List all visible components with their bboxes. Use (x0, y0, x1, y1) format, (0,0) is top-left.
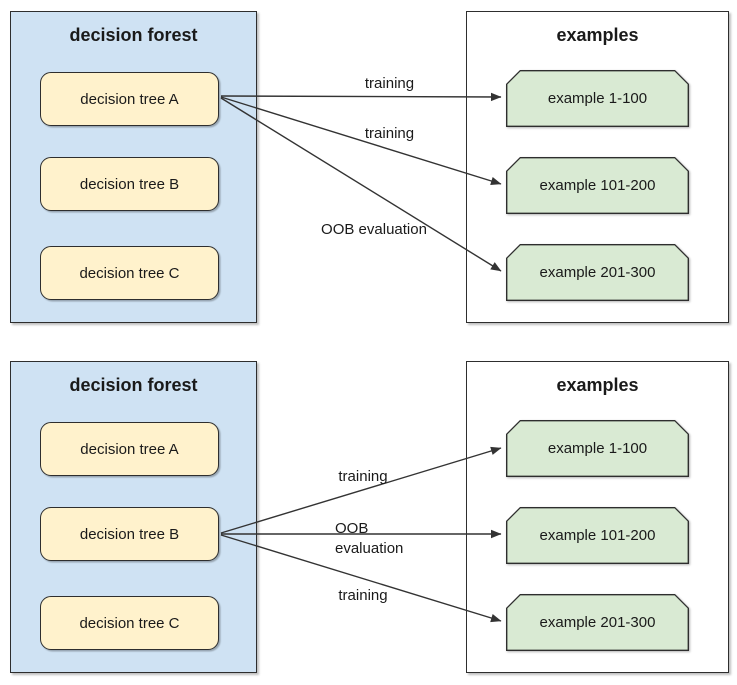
node-decision-tree-a: decision tree A (40, 72, 219, 126)
node-label: example 1-100 (547, 90, 648, 107)
arrow-label-training: training (364, 75, 415, 92)
node-decision-tree-b: decision tree B (40, 157, 219, 211)
node-example-201-300: example 201-300 (506, 594, 689, 651)
arrow-training-to-example-1-100 (220, 92, 502, 102)
plaque-shape (506, 594, 689, 651)
examples-title: examples (556, 25, 639, 45)
decision-forest-box: decision forest decision tree A decision… (10, 361, 257, 673)
node-label: decision tree B (79, 525, 180, 543)
node-example-101-200: example 101-200 (506, 157, 689, 214)
plaque-shape (506, 420, 689, 477)
node-label: decision tree C (79, 614, 180, 632)
node-decision-tree-b: decision tree B (40, 507, 219, 561)
plaque-shape (506, 157, 689, 214)
plaque-shape (506, 70, 689, 127)
arrow-label-oob-evaluation: OOB evaluation (335, 520, 404, 557)
node-decision-tree-c: decision tree C (40, 596, 219, 650)
node-example-1-100: example 1-100 (506, 70, 689, 127)
arrow-label-training: training (364, 125, 415, 142)
node-label: decision tree A (80, 440, 179, 458)
arrow-label-training: training (338, 587, 388, 604)
panel-tree-b-sampling: decision forest decision tree A decision… (0, 350, 737, 685)
plaque-shape (506, 507, 689, 564)
node-label: decision tree B (79, 175, 180, 193)
node-label: example 201-300 (539, 614, 656, 631)
arrow-label-oob-evaluation: OOB evaluation (321, 221, 427, 238)
node-label: example 101-200 (539, 527, 656, 544)
node-label: decision tree A (80, 90, 179, 108)
examples-box: examples example 1-100 example 101-200 e… (466, 361, 729, 673)
node-label: example 101-200 (539, 177, 656, 194)
node-decision-tree-c: decision tree C (40, 246, 219, 300)
node-label: example 1-100 (547, 440, 648, 457)
panel-tree-a-sampling: decision forest decision tree A decision… (10, 11, 729, 323)
examples-box: examples example 1-100 example 101-200 e… (466, 11, 729, 323)
examples-title: examples (556, 375, 639, 395)
node-example-201-300: example 201-300 (506, 244, 689, 301)
node-example-101-200: example 101-200 (506, 507, 689, 564)
decision-forest-box: decision forest decision tree A decision… (10, 11, 257, 323)
node-label: example 201-300 (539, 264, 656, 281)
decision-forest-title: decision forest (69, 25, 198, 45)
node-label: decision tree C (79, 264, 180, 282)
node-decision-tree-a: decision tree A (40, 422, 219, 476)
arrow-label-training: training (338, 468, 388, 485)
decision-forest-title: decision forest (69, 375, 198, 395)
node-example-1-100: example 1-100 (506, 420, 689, 477)
plaque-shape (506, 244, 689, 301)
